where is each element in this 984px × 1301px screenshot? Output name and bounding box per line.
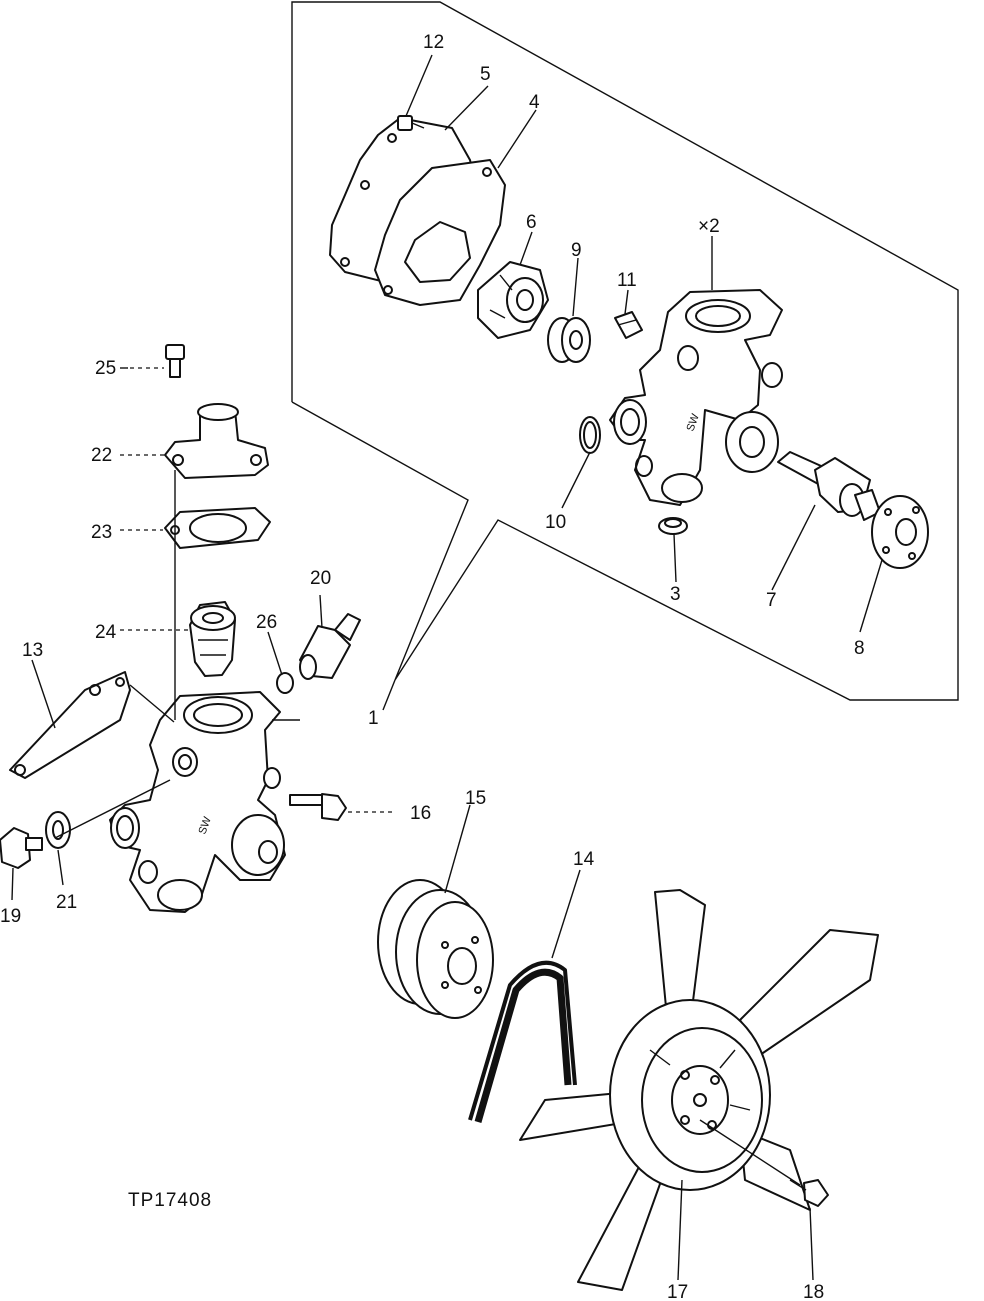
callout-5: 5 — [480, 64, 491, 85]
bolt-part-16 — [289, 793, 395, 821]
callout-7: 7 — [766, 590, 777, 611]
gasket-part-23 — [120, 507, 271, 549]
callout-25: 25 — [95, 358, 116, 379]
svg-text:SW: SW — [685, 412, 703, 433]
callout-19: 19 — [0, 906, 21, 927]
callout-9: 9 — [571, 240, 582, 261]
temperature-sender-part-20 — [299, 613, 361, 680]
plug-part-11 — [614, 311, 643, 339]
seal-part-3 — [658, 517, 688, 535]
callout-24: 24 — [95, 622, 117, 643]
callout-3: 3 — [670, 584, 681, 605]
callout-14: 14 — [573, 849, 595, 870]
callout-17: 17 — [667, 1282, 688, 1301]
o-ring-part-10 — [579, 416, 601, 454]
callout-22: 22 — [91, 445, 112, 466]
thermostat-part-24 — [120, 601, 236, 677]
callout-10: 10 — [545, 512, 566, 533]
cooling-fan-part-17 — [519, 889, 879, 1291]
seal-part-9 — [547, 317, 591, 363]
bolt-part-12 — [397, 115, 425, 131]
callout-16: 16 — [410, 803, 431, 824]
callout-2: ×2 — [698, 216, 720, 237]
callout-4: 4 — [529, 92, 540, 113]
callout-21: 21 — [56, 892, 77, 913]
callout-12: 12 — [423, 32, 444, 53]
callout-15: 15 — [465, 788, 486, 809]
inset-frame — [291, 1, 959, 701]
water-pump-assembly: SW — [109, 691, 286, 913]
callout-20: 20 — [310, 568, 331, 589]
gasket-part-4 — [374, 159, 506, 306]
callout-labels: 1 ×2 3 4 5 6 7 8 9 10 11 12 13 14 15 16 … — [0, 32, 865, 1301]
bolt-part-25 — [130, 344, 185, 378]
callout-13: 13 — [22, 640, 43, 661]
outlet-neck-part-22 — [120, 403, 269, 479]
washer-part-21 — [45, 811, 71, 849]
callout-11: 11 — [617, 270, 637, 291]
callout-6: 6 — [526, 212, 537, 233]
callout-26: 26 — [256, 612, 277, 633]
shaft-bearing-part-7 — [777, 451, 881, 521]
hub-part-8 — [871, 495, 929, 569]
leader-lines — [11, 54, 883, 1281]
drain-plug-part-19 — [0, 827, 43, 869]
figure-id: TP17408 — [128, 1190, 212, 1211]
impeller-part-6 — [477, 261, 549, 339]
callout-23: 23 — [91, 522, 112, 543]
o-ring-part-26 — [276, 672, 294, 694]
pulley-part-15 — [377, 879, 494, 1019]
fan-belt-part-14 — [468, 960, 577, 1123]
callout-8: 8 — [854, 638, 865, 659]
water-pump-housing-part-2: SW — [609, 289, 783, 506]
svg-text:SW: SW — [197, 815, 215, 836]
bolt-part-18 — [789, 1179, 829, 1207]
callout-18: 18 — [803, 1282, 824, 1301]
callout-1: 1 — [368, 708, 379, 729]
bracket-part-13 — [9, 671, 131, 779]
